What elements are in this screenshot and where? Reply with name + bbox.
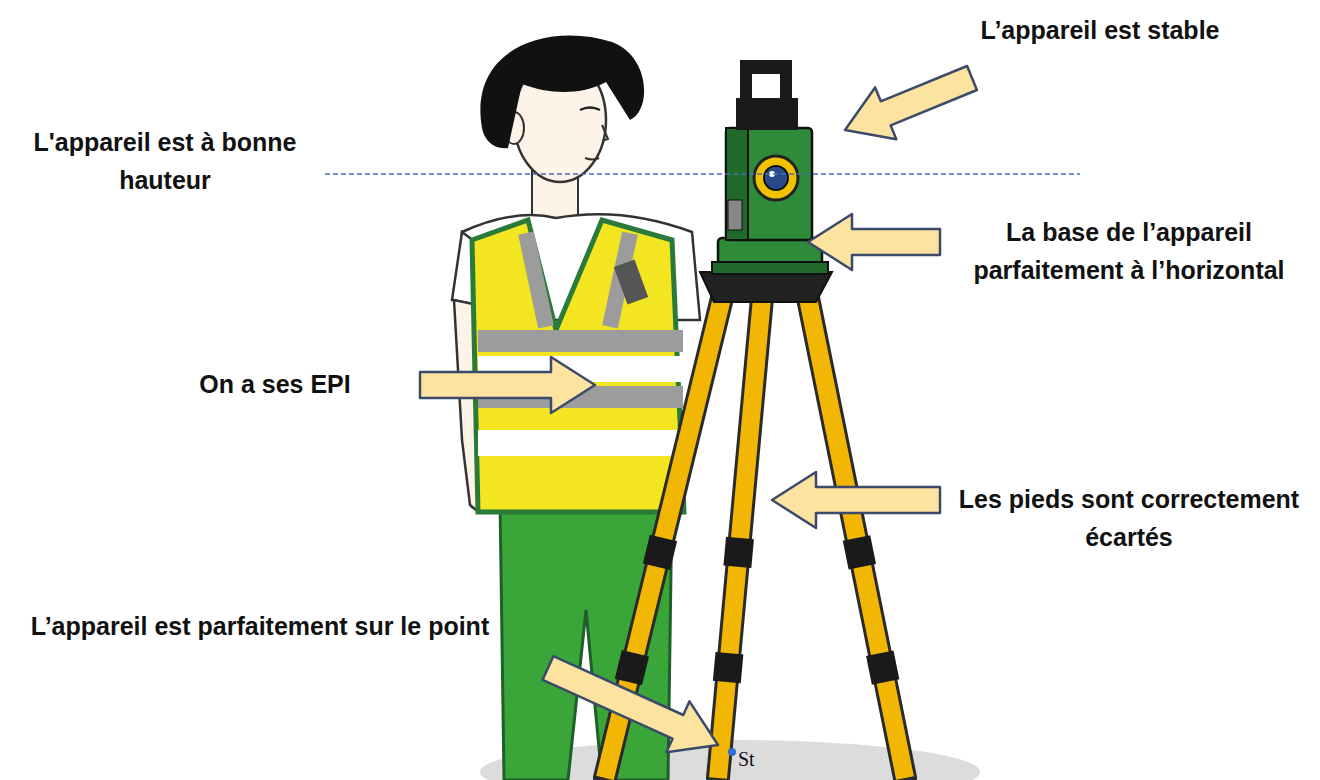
instrument-side (726, 128, 748, 240)
tripod-leg (808, 298, 905, 778)
tripod-clamp (737, 538, 740, 567)
height-line (325, 173, 1080, 175)
tripod-clamp (656, 538, 663, 567)
hair (480, 36, 644, 149)
tripod-clamp (880, 653, 886, 682)
point-name: St (738, 748, 778, 770)
tripod-clamp (727, 653, 730, 682)
tripod-head (700, 272, 832, 302)
safety-vest (472, 220, 684, 512)
tripod-clamp (628, 653, 635, 682)
callout-label: On a ses EPI (150, 366, 400, 404)
callout-label: L’appareil est parfaitement sur le point (30, 608, 490, 646)
pointer-arrow (420, 357, 595, 413)
reflective-stripe (518, 231, 554, 328)
callout-label: L'appareil est à bonne hauteur (20, 124, 310, 199)
nose (602, 125, 608, 141)
eye (580, 108, 600, 111)
tribrach-plate (712, 262, 828, 274)
station-point (728, 748, 736, 756)
callout-label: Les pieds sont correctement écartés (944, 481, 1314, 556)
telescope-ring (754, 156, 798, 200)
callout-label: L’appareil est stable (980, 12, 1220, 50)
pointer-arrow (845, 66, 977, 139)
mouth (585, 158, 599, 160)
telescope-lens (764, 166, 788, 190)
callout-label: La base de l’appareil parfaitement à l’h… (944, 214, 1314, 289)
pointer-arrow (772, 472, 940, 528)
pointer-arrow (543, 656, 718, 752)
instrument-body (726, 128, 812, 240)
vest-band (478, 430, 683, 456)
handle-block (736, 98, 798, 130)
tripod-clamp (857, 538, 863, 567)
screen (728, 200, 742, 230)
badge (614, 259, 648, 304)
reflective-stripe (478, 330, 683, 352)
tripod-leg (718, 298, 762, 778)
tripod-leg-outline (718, 298, 762, 778)
pointer-arrow (808, 214, 940, 270)
tripod-leg-outline (808, 298, 905, 778)
